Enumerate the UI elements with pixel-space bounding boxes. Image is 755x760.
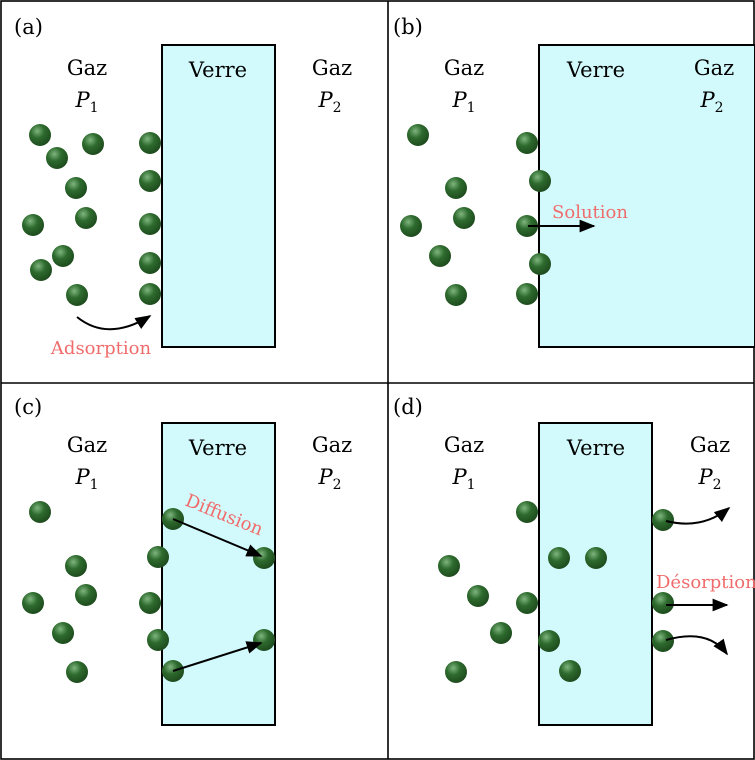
gas-right-label: Gaz: [694, 56, 734, 80]
adsorbed-molecule: [516, 283, 538, 305]
diffusion-arrow-upper: [172, 518, 263, 557]
panel-c: (c) Gaz P1 Verre Gaz P2 Diffusion: [14, 395, 352, 726]
gas-molecule: [82, 133, 104, 155]
diffused-molecule: [253, 629, 275, 651]
adsorbed-molecule: [139, 252, 161, 274]
gas-molecule: [65, 555, 87, 577]
panel-b: (b) Gaz P1 Verre Gaz P2 Solution: [393, 15, 755, 348]
gas-molecule: [400, 215, 422, 237]
process-label: Adsorption: [50, 338, 152, 359]
desorbing-molecule: [652, 630, 674, 652]
gas-molecule: [445, 661, 467, 683]
desorbing-molecule: [652, 592, 674, 614]
gas-molecule: [65, 177, 87, 199]
adsorbed-molecule: [516, 132, 538, 154]
gas-molecule: [66, 661, 88, 683]
pressure-left-label: P1: [451, 88, 475, 116]
gas-molecule: [75, 207, 97, 229]
gas-molecule: [52, 245, 74, 267]
panel-d: (d) Gaz P1 Verre Gaz P2 Désorption: [393, 395, 755, 726]
pressure-left-label: P1: [74, 88, 98, 116]
gas-molecule: [75, 584, 97, 606]
adsorbed-molecule: [516, 501, 538, 523]
gas-molecule: [46, 147, 68, 169]
adsorption-arrow: [76, 315, 152, 331]
panel-a: (a) Gaz P1 Verre Gaz P2 Adsorption: [14, 15, 352, 359]
pressure-right-label: P2: [697, 465, 721, 493]
gas-molecule: [445, 284, 467, 306]
gas-molecule: [30, 259, 52, 281]
gas-molecule: [429, 245, 451, 267]
adsorbed-molecule: [139, 592, 161, 614]
pressure-right-label: P2: [699, 88, 723, 116]
glass-slab: [538, 44, 755, 348]
glass-label: Verre: [566, 436, 625, 460]
glass-label: Verre: [188, 436, 247, 460]
glass-slab: [538, 422, 653, 726]
gas-left-label: Gaz: [444, 56, 484, 80]
adsorbed-molecule: [147, 546, 169, 568]
adsorbed-molecule: [516, 592, 538, 614]
gas-molecule: [66, 284, 88, 306]
gas-molecule: [438, 555, 460, 577]
diffused-molecule: [253, 547, 275, 569]
adsorbed-molecule: [139, 132, 161, 154]
pressure-right-label: P2: [317, 465, 341, 493]
adsorbed-molecule: [139, 170, 161, 192]
desorption-arrow-lower: [665, 635, 728, 656]
gas-left-label: Gaz: [67, 56, 107, 80]
adsorbed-molecule: [516, 215, 538, 237]
dissolved-molecule: [529, 170, 551, 192]
gas-molecule: [467, 585, 489, 607]
dissolved-molecule: [585, 547, 607, 569]
adsorbed-molecule: [139, 283, 161, 305]
dissolved-molecule: [529, 253, 551, 275]
desorbing-molecule: [652, 509, 674, 531]
gas-molecule: [29, 501, 51, 523]
gas-left-label: Gaz: [444, 433, 484, 457]
gas-right-label: Gaz: [312, 56, 352, 80]
panel-label: (d): [393, 395, 423, 419]
pressure-left-label: P1: [451, 465, 475, 493]
adsorbed-molecule: [139, 213, 161, 235]
glass-label: Verre: [188, 58, 247, 82]
panel-label: (a): [14, 15, 43, 39]
process-label: Désorption: [656, 572, 755, 593]
dissolved-molecule: [548, 547, 570, 569]
gas-molecule: [445, 177, 467, 199]
gas-molecule: [22, 214, 44, 236]
gas-molecule: [29, 124, 51, 146]
gas-molecule: [22, 592, 44, 614]
desorption-arrow-upper: [665, 506, 731, 525]
adsorbed-molecule: [147, 629, 169, 651]
gas-molecule: [453, 207, 475, 229]
gas-molecule: [52, 622, 74, 644]
panel-label: (c): [14, 395, 42, 419]
dissolved-molecule: [559, 660, 581, 682]
dissolved-molecule: [538, 630, 560, 652]
glass-slab: [161, 44, 276, 348]
gas-molecule: [490, 622, 512, 644]
gas-left-label: Gaz: [67, 433, 107, 457]
glass-label: Verre: [566, 58, 625, 82]
gas-right-label: Gaz: [312, 433, 352, 457]
pressure-right-label: P2: [317, 88, 341, 116]
gas-right-label: Gaz: [690, 433, 730, 457]
diffusion-arrow-lower: [172, 641, 263, 672]
pressure-left-label: P1: [74, 465, 98, 493]
process-label: Solution: [552, 202, 628, 223]
panel-label: (b): [393, 15, 423, 39]
gas-molecule: [407, 124, 429, 146]
